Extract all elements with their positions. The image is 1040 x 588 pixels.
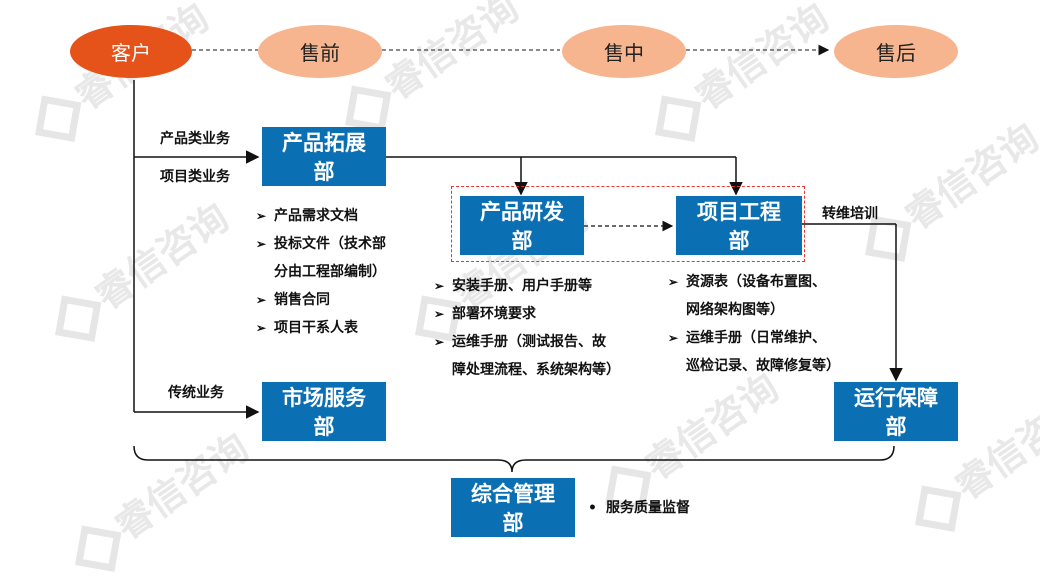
dept-suffix: 部 bbox=[502, 509, 524, 535]
dept-operation-support: 运行保障 部 bbox=[834, 382, 958, 441]
list-item-continuation: 分由工程部编制） bbox=[274, 264, 386, 280]
list-item: 安装手册、用户手册等 bbox=[434, 272, 620, 300]
dept-name: 项目工程 bbox=[697, 198, 781, 224]
rd-engineering-group bbox=[451, 186, 805, 262]
product-expansion-doc-list: 产品需求文档 投标文件（技术部 分由工程部编制） 销售合同 项目干系人表 bbox=[256, 202, 386, 342]
list-item: 销售合同 bbox=[256, 286, 386, 314]
list-item-continuation: 网络架构图等） bbox=[686, 302, 784, 318]
dept-suffix: 部 bbox=[728, 227, 750, 253]
connector-layer bbox=[133, 44, 903, 473]
list-item: 资源表（设备布置图、 bbox=[668, 268, 840, 296]
list-item: 运维手册（日常维护、 bbox=[668, 324, 840, 352]
list-item: 服务质量监督 bbox=[588, 494, 690, 522]
label-ops-training: 转维培训 bbox=[822, 206, 878, 222]
dept-suffix: 部 bbox=[885, 413, 907, 439]
engineering-doc-list: 资源表（设备布置图、 网络架构图等） 运维手册（日常维护、 巡检记录、故障修复等… bbox=[668, 268, 840, 380]
dept-suffix: 部 bbox=[313, 413, 335, 439]
dept-product-rd: 产品研发 部 bbox=[460, 196, 584, 255]
management-doc-list: 服务质量监督 bbox=[588, 494, 690, 522]
dept-name: 产品研发 bbox=[480, 198, 564, 224]
presale-node: 售前 bbox=[258, 25, 382, 78]
customer-node: 客户 bbox=[70, 25, 192, 78]
rd-doc-list: 安装手册、用户手册等 部署环境要求 运维手册（测试报告、故 障处理流程、系统架构… bbox=[434, 272, 620, 384]
dept-suffix: 部 bbox=[313, 158, 335, 184]
list-item-continuation: 巡检记录、故障修复等） bbox=[686, 358, 840, 374]
aftersale-node: 售后 bbox=[834, 25, 958, 78]
list-item: 运维手册（测试报告、故 bbox=[434, 328, 620, 356]
list-item: 部署环境要求 bbox=[434, 300, 620, 328]
dept-market-service: 市场服务 部 bbox=[262, 382, 386, 441]
list-item-continuation: 障处理流程、系统架构等） bbox=[452, 362, 620, 378]
dept-suffix: 部 bbox=[511, 227, 533, 253]
dept-name: 综合管理 bbox=[471, 480, 555, 506]
label-product-business: 产品类业务 bbox=[160, 131, 230, 147]
dept-product-expansion: 产品拓展 部 bbox=[262, 127, 386, 186]
list-item: 项目干系人表 bbox=[256, 314, 386, 342]
label-traditional-business: 传统业务 bbox=[168, 385, 224, 401]
label-project-business: 项目类业务 bbox=[160, 169, 230, 185]
dept-general-management: 综合管理 部 bbox=[451, 478, 575, 537]
dept-name: 市场服务 bbox=[282, 384, 366, 410]
dept-name: 产品拓展 bbox=[282, 129, 366, 155]
dept-project-engineering: 项目工程 部 bbox=[676, 196, 802, 255]
dept-name: 运行保障 bbox=[854, 384, 938, 410]
sale-node: 售中 bbox=[562, 25, 686, 78]
list-item: 产品需求文档 bbox=[256, 202, 386, 230]
list-item: 投标文件（技术部 bbox=[256, 230, 386, 258]
